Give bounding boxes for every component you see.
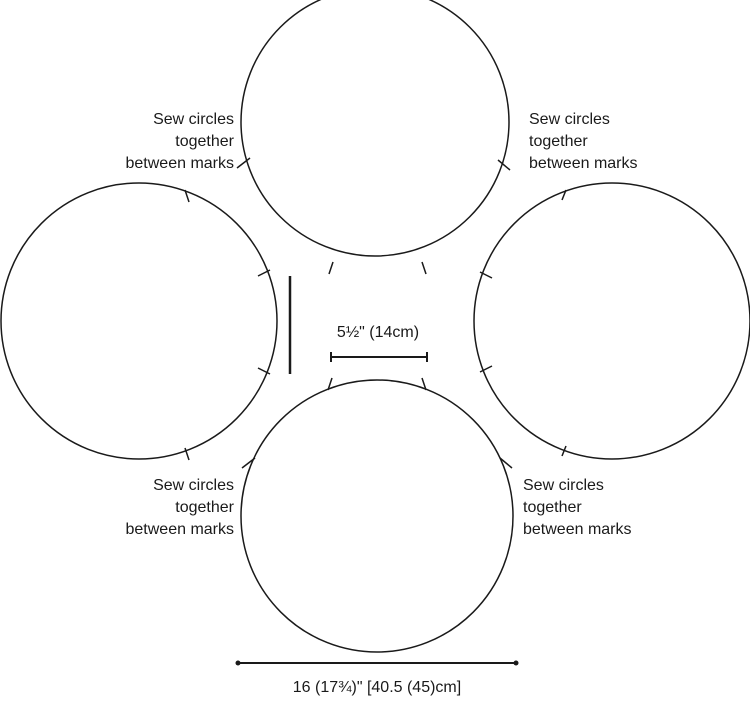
sew-label-line: Sew circles — [153, 477, 234, 494]
sewing-marks-top — [236, 157, 511, 275]
circle-right — [473, 182, 750, 460]
sew-label-top-right: Sew circles together between marks — [529, 109, 689, 175]
width-dimension-line — [235, 660, 519, 666]
sew-label-top-left: Sew circles together between marks — [96, 109, 235, 175]
sew-label-line: together — [175, 133, 234, 150]
sew-label-bottom-right: Sew circles together between marks — [523, 475, 683, 541]
sew-label-line: Sew circles — [523, 477, 604, 494]
sew-label-line: Sew circles — [529, 111, 610, 128]
circle-left — [0, 182, 278, 460]
sew-label-line: together — [523, 499, 582, 516]
sew-label-line: between marks — [125, 521, 235, 538]
sewing-marks-bottom — [241, 377, 513, 469]
circle-top — [240, 0, 510, 257]
sewing-marks-right — [479, 189, 567, 457]
sew-label-line: between marks — [125, 155, 235, 172]
sewing-marks-left — [184, 189, 271, 461]
sew-label-line: Sew circles — [153, 111, 234, 128]
width-dimension-label: 16 (17¾)" [40.5 (45)cm] — [292, 679, 462, 696]
circle-bottom — [240, 379, 514, 653]
sew-label-line: between marks — [523, 521, 632, 538]
sew-label-bottom-left: Sew circles together between marks — [96, 475, 235, 541]
sew-label-line: together — [175, 499, 234, 516]
gap-dimension-line — [330, 352, 428, 362]
sew-label-line: between marks — [529, 155, 638, 172]
sew-label-line: together — [529, 133, 588, 150]
gap-dimension-label: 5½" (14cm) — [336, 324, 420, 341]
